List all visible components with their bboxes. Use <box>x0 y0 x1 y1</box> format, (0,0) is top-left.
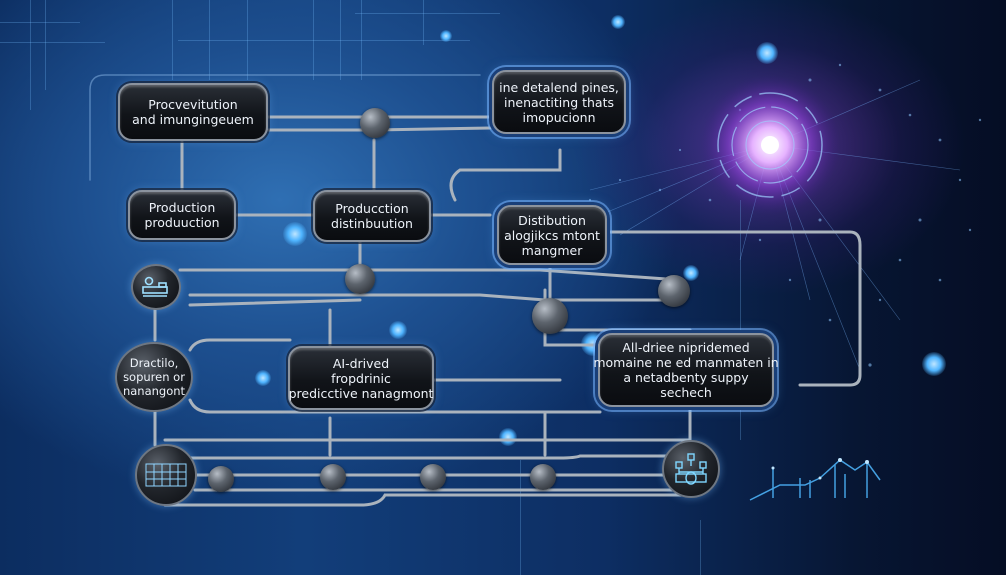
node-label: produuction <box>144 215 220 230</box>
node-warehouse[interactable] <box>135 444 197 506</box>
junction-node <box>420 464 446 490</box>
node-label: Procvevitution <box>148 97 238 112</box>
node-label: ine detalend pines, <box>499 79 619 95</box>
warehouse-grid-icon <box>145 463 187 487</box>
node-label: Dractilo, <box>129 356 179 370</box>
node-label: distinbuution <box>331 216 413 231</box>
network-hierarchy-icon <box>675 453 707 485</box>
factory-conveyor-icon <box>142 276 168 297</box>
node-label: fropdrinic <box>331 370 391 386</box>
junction-node <box>320 464 346 490</box>
node-label: predicctive nanagmont <box>288 385 434 401</box>
node-distribution-logistics[interactable]: Distibution alogjikcs mtont mangmer <box>497 205 607 265</box>
node-label: nanangont <box>122 384 186 398</box>
node-label: a netadbenty suppy <box>623 370 749 385</box>
neural-core-decoration <box>588 63 982 371</box>
node-production[interactable]: Production produuction <box>128 190 236 240</box>
node-ai-driven-predictive[interactable]: AI-drived fropdrinic predicctive nanagmo… <box>288 346 434 410</box>
junction-node <box>530 464 556 490</box>
node-label: All-driee nipridemed <box>622 340 750 355</box>
node-label: inenactiting thats <box>503 94 615 110</box>
particle-cloud <box>588 63 982 367</box>
core-rings <box>717 92 823 198</box>
node-label: Producction <box>335 201 409 216</box>
junction-node <box>208 466 234 492</box>
junction-node <box>360 108 390 138</box>
node-label: and imungingeuem <box>132 112 254 127</box>
node-producction-distribution[interactable]: Producction distinbuution <box>313 190 431 242</box>
node-label: alogjikcs mtont <box>504 227 600 243</box>
junction-node <box>658 275 690 307</box>
node-label: Production <box>148 200 216 215</box>
junction-node <box>345 264 375 294</box>
node-label: sechech <box>660 385 712 400</box>
node-label: imopucionn <box>522 109 596 125</box>
node-detalend-pines[interactable]: ine detalend pines, inenactiting thats i… <box>492 70 626 134</box>
node-all-driee-nipridemed[interactable]: All-driee nipridemed momaine ne ed manma… <box>593 333 779 407</box>
node-label: AI-drived <box>332 355 390 371</box>
node-label: sopuren or <box>123 370 185 384</box>
node-procvevitution[interactable]: Procvevitution and imungingeuem <box>118 83 268 141</box>
node-label: mangmer <box>521 242 583 258</box>
node-label: momaine ne ed manmaten in <box>593 355 779 370</box>
holographic-line-chart <box>749 458 881 501</box>
node-network-hub[interactable] <box>662 440 720 498</box>
node-dractilo[interactable]: Dractilo, sopuren or nanangont <box>115 342 193 412</box>
junction-node <box>532 298 568 334</box>
node-factory[interactable] <box>131 264 181 310</box>
node-label: Distibution <box>518 212 586 228</box>
